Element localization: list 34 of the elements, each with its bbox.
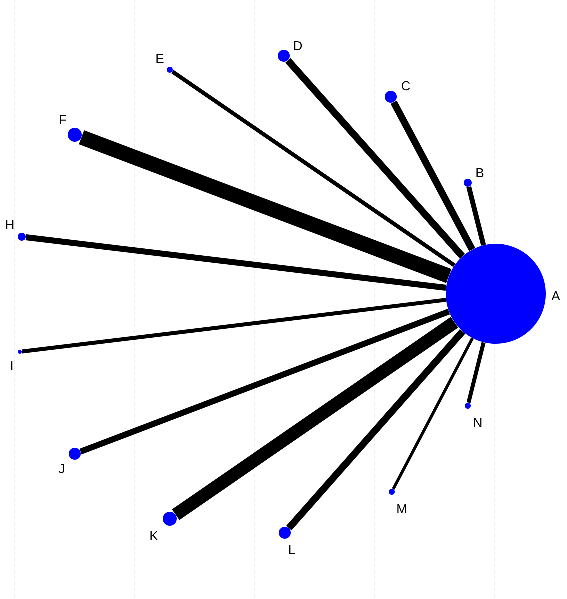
network-edge <box>466 186 486 246</box>
node-circle <box>69 448 81 460</box>
node-circle <box>163 512 177 526</box>
node-label: B <box>476 168 484 178</box>
node-circle <box>446 244 546 344</box>
network-edge <box>286 58 466 259</box>
network-edge <box>172 70 456 268</box>
node-circle <box>278 50 290 62</box>
network-edge <box>80 309 450 455</box>
node-label: K <box>150 532 158 540</box>
node-label: F <box>60 116 66 124</box>
network-edge <box>390 100 476 252</box>
node-circle <box>18 233 26 241</box>
node-circle <box>279 527 291 539</box>
node-label: C <box>402 81 410 91</box>
node-label: H <box>6 220 14 230</box>
node-label: I <box>11 362 13 370</box>
node-label: A <box>552 292 560 300</box>
network-edge <box>22 298 446 354</box>
network-edge <box>286 329 466 531</box>
network-edge <box>26 234 447 291</box>
network-edge <box>79 130 452 284</box>
network-edge <box>392 338 474 490</box>
node-label: D <box>294 42 302 50</box>
node-label: L <box>289 546 296 554</box>
network-edge <box>466 342 486 404</box>
node-label: N <box>474 418 482 428</box>
node-circle <box>68 128 82 142</box>
network-edge <box>172 317 458 520</box>
node-label: M <box>398 504 406 514</box>
node-label: E <box>156 54 164 64</box>
node-circle <box>385 91 397 103</box>
node-circle <box>464 179 472 187</box>
node-label: J <box>58 464 64 474</box>
